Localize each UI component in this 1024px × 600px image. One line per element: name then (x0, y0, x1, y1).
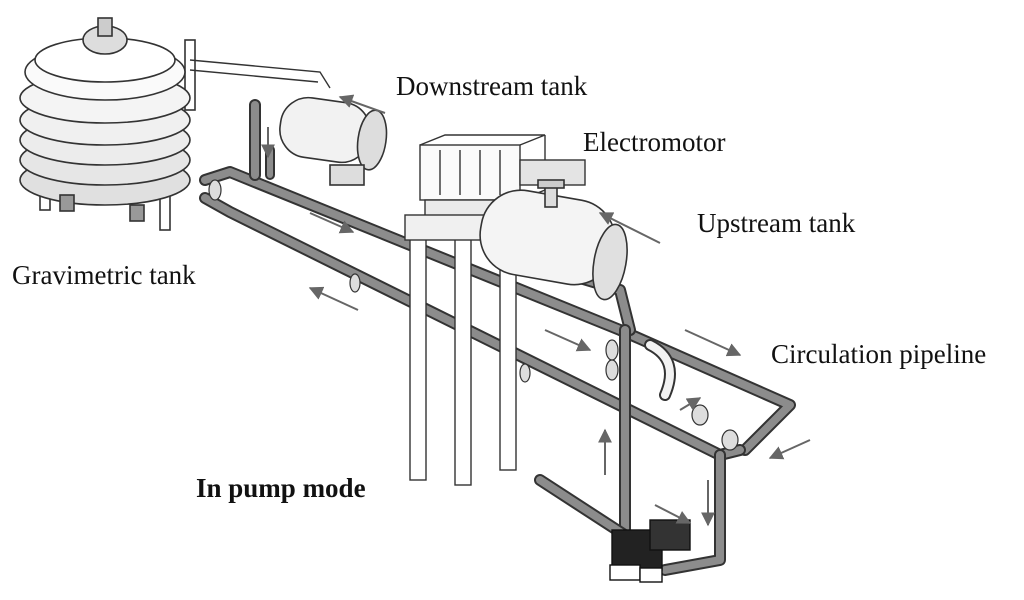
pipe-flanges (208, 179, 739, 451)
flow-arrows (261, 94, 811, 527)
flow-arrow-icon (598, 212, 661, 244)
circulation-pipeline (199, 99, 796, 576)
flow-arrow-icon (684, 329, 742, 357)
gravimetric-tank (19, 17, 196, 231)
flow-arrow-icon (544, 329, 592, 352)
flow-arrow-icon (654, 504, 692, 524)
gravimetric-tank-label: Gravimetric tank (12, 260, 196, 290)
electromotor-label: Electromotor (583, 127, 726, 157)
downstream-tank-label: Downstream tank (396, 71, 588, 101)
downstream-tank (279, 96, 388, 186)
gravimetric-overflow-pipe (189, 59, 331, 89)
flow-arrow-icon (768, 439, 811, 460)
flow-arrow-icon (308, 286, 359, 311)
mode-label: In pump mode (196, 473, 366, 503)
flow-arrow-icon (309, 212, 355, 234)
upstream-tank-label: Upstream tank (697, 208, 856, 238)
pump (609, 519, 691, 583)
flow-arrow-icon (338, 94, 386, 114)
circulation-pipeline-label: Circulation pipeline (771, 339, 987, 369)
upstream-tank (479, 179, 628, 301)
flow-arrow-icon (679, 397, 702, 411)
